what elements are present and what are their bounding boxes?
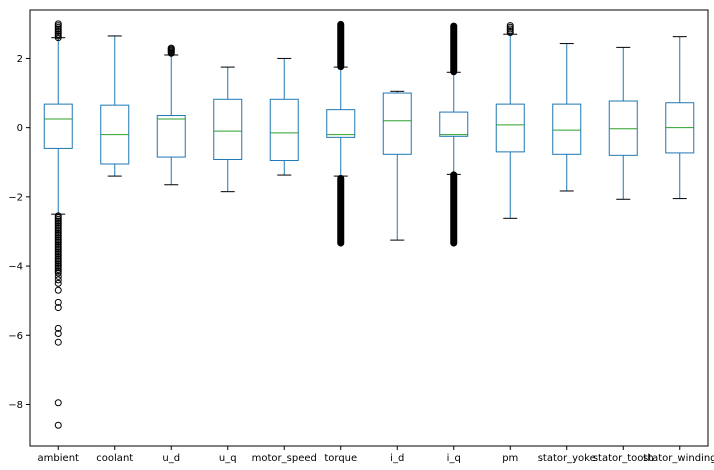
x-tick-label: stator_winding [643, 453, 714, 464]
box-iqr [382, 92, 412, 155]
y-tick-label: −4 [8, 262, 23, 273]
flier-point [54, 330, 62, 338]
box-group-ambient [43, 20, 73, 429]
flier-point [506, 22, 514, 30]
y-tick-label: −6 [8, 331, 23, 342]
y-tick-label: 2 [17, 54, 23, 65]
box-group-stator-winding [665, 36, 695, 200]
box-iqr [495, 103, 525, 153]
flier-point [54, 269, 62, 277]
y-tick-label: −2 [8, 192, 23, 203]
flier-band [337, 20, 345, 71]
flier-point [54, 298, 62, 306]
flier-point [54, 279, 62, 287]
box-iqr [156, 115, 186, 158]
y-tick-label: 0 [17, 123, 23, 134]
axes: 2 0 −2 −4 −6 −8 ambient coolant u_d u_q motor_spee… [8, 9, 714, 464]
flier-point [54, 338, 62, 346]
x-tick-label: ambient [38, 453, 79, 464]
box-group-pm [495, 22, 525, 219]
flier-point [54, 324, 62, 332]
flier-point [54, 286, 62, 294]
flier-point [54, 34, 62, 42]
box-iqr [552, 103, 582, 155]
x-tick-label: stator_tooth [593, 453, 654, 464]
x-tick-label: motor_speed [252, 453, 317, 464]
box-group-stator-tooth [608, 46, 638, 200]
box-iqr [608, 100, 638, 156]
box-iqr [269, 98, 299, 162]
flier-point [54, 276, 62, 284]
x-tick-label: i_q [447, 453, 461, 464]
box-group-i-q [439, 22, 469, 247]
x-tick-label: u_d [162, 453, 180, 464]
flier-point [54, 304, 62, 312]
box-iqr [439, 111, 469, 137]
x-tick-label: torque [324, 453, 357, 464]
flier-band [337, 174, 345, 247]
y-tick-label: −8 [8, 400, 23, 411]
flier-point [54, 272, 62, 280]
flier-point [54, 399, 62, 407]
box-group-u-d [156, 44, 186, 186]
x-tick-label: stator_yoke [538, 453, 596, 464]
box-group-u-q [213, 66, 243, 193]
box-group-stator-yoke [552, 43, 582, 192]
x-tick-label: u_q [219, 453, 237, 464]
flier-band [450, 171, 458, 247]
box-group-torque [326, 20, 356, 247]
x-tick-label: i_d [390, 453, 404, 464]
box-iqr [326, 109, 356, 138]
flier-point [54, 421, 62, 429]
box-group-coolant [100, 35, 130, 177]
box-iqr [43, 103, 73, 149]
flier-point [167, 44, 175, 52]
x-tick-label: coolant [96, 453, 133, 464]
flier-band [450, 22, 458, 76]
box-iqr [213, 98, 243, 160]
plot-area [43, 20, 695, 429]
box-group-i-d [382, 90, 412, 241]
x-tick-label: pm [502, 453, 518, 464]
box-group-motor-speed [269, 57, 299, 176]
plot-frame [29, 9, 709, 447]
